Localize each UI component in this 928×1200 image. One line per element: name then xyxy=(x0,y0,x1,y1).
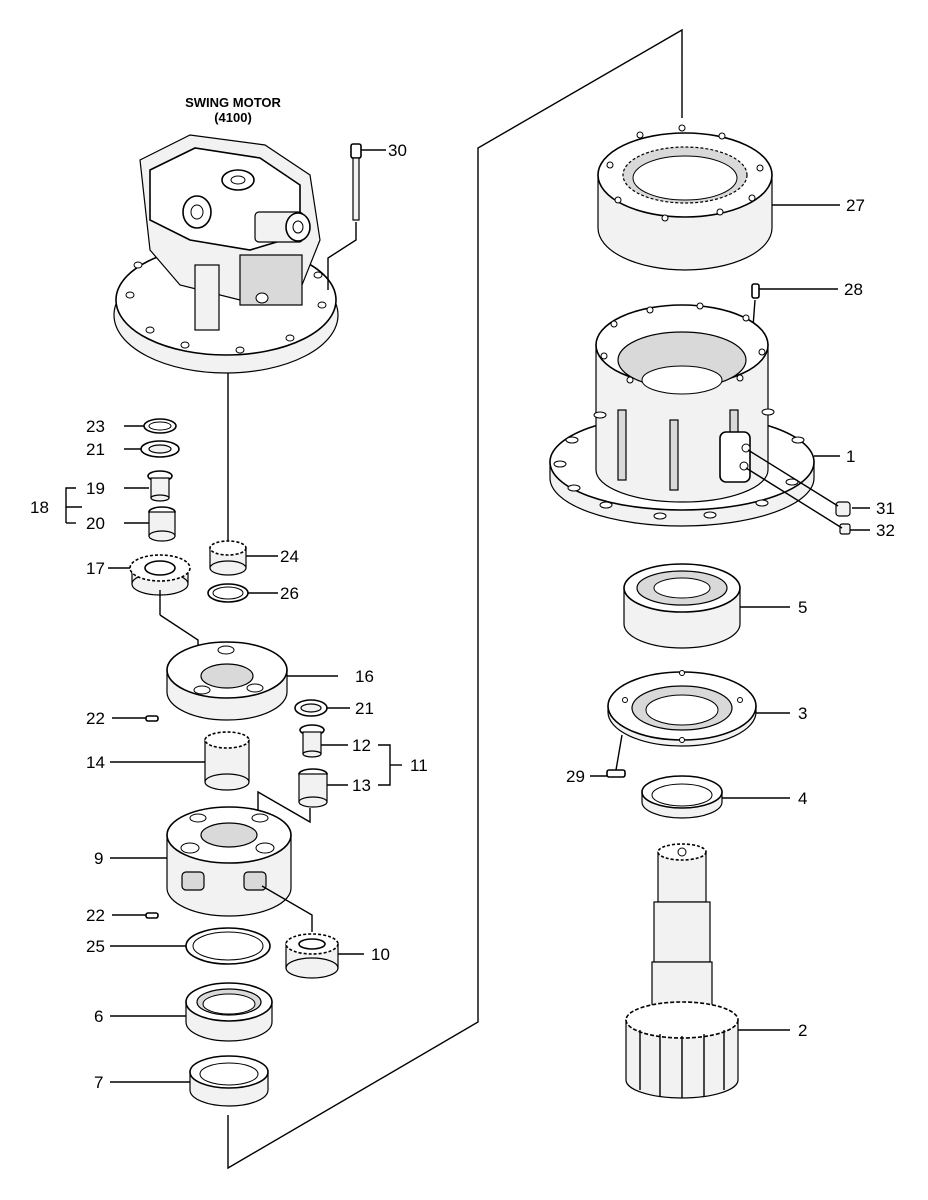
part-13-sleeve xyxy=(257,768,328,850)
part-3-cover xyxy=(607,670,757,747)
callout-26: 26 xyxy=(280,584,299,603)
part-26-snap-ring xyxy=(207,583,249,603)
callout-23: 23 xyxy=(86,417,105,436)
callout-12: 12 xyxy=(352,736,371,755)
callout-31: 31 xyxy=(876,499,895,518)
callout-29: 29 xyxy=(566,767,585,786)
part-21-washer-lower xyxy=(294,699,328,717)
part-17-planet-gear xyxy=(129,554,199,680)
callout-5: 5 xyxy=(798,598,807,617)
callout-30: 30 xyxy=(388,141,407,160)
callout-32: 32 xyxy=(876,521,895,540)
part-32-plug xyxy=(745,467,851,535)
part-22-pin-upper xyxy=(145,715,159,722)
callout-25: 25 xyxy=(86,937,105,956)
part-30-bolt xyxy=(327,143,362,290)
callout-4: 4 xyxy=(798,789,807,808)
callout-16: 16 xyxy=(355,667,374,686)
callout-14: 14 xyxy=(86,753,105,772)
callout-27: 27 xyxy=(846,196,865,215)
swing-motor xyxy=(113,134,339,374)
part-12-bushing xyxy=(299,724,325,758)
callout-21-upper: 21 xyxy=(86,440,105,459)
assembly-path-line xyxy=(227,28,683,1170)
part-7-seal xyxy=(189,1055,269,1107)
part-9-carrier xyxy=(166,806,292,917)
part-2-pinion-shaft xyxy=(625,843,739,1099)
part-14-gear xyxy=(204,731,250,791)
part-31-plug xyxy=(747,449,851,517)
callout-24: 24 xyxy=(280,547,299,566)
callout-21-lower: 21 xyxy=(355,699,374,718)
part-5-roller-bearing xyxy=(623,563,741,649)
callout-13: 13 xyxy=(352,776,371,795)
part-6-bearing xyxy=(185,982,273,1042)
callout-3: 3 xyxy=(798,704,807,723)
part-23-ring xyxy=(143,418,177,434)
callout-7: 7 xyxy=(94,1073,103,1092)
part-16-carrier-plate xyxy=(166,641,288,721)
callout-6: 6 xyxy=(94,1007,103,1026)
part-4-seal xyxy=(641,775,723,819)
part-1-housing xyxy=(549,302,815,527)
part-21-washer-upper xyxy=(140,440,180,458)
part-27-ring-gear xyxy=(597,124,773,271)
callout-19: 19 xyxy=(86,479,105,498)
diagram-subtitle: (4100) xyxy=(214,110,252,125)
callout-20: 20 xyxy=(86,514,105,533)
part-25-thrust-ring xyxy=(185,927,271,965)
part-22-pin-lower xyxy=(145,912,159,919)
callout-17: 17 xyxy=(86,559,105,578)
callout-28: 28 xyxy=(844,280,863,299)
part-19-bushing xyxy=(147,470,173,502)
part-10-planet-gear xyxy=(261,885,339,979)
part-24-sun-gear xyxy=(209,540,247,576)
part-20-sleeve xyxy=(148,506,176,542)
callout-18: 18 xyxy=(30,498,49,517)
callout-10: 10 xyxy=(371,945,390,964)
callout-labels: 30 23 21 19 18 20 17 24 26 16 22 21 12 1… xyxy=(30,141,895,1092)
diagram-title: SWING MOTOR xyxy=(185,95,281,110)
callout-22-lower: 22 xyxy=(86,906,105,925)
callout-9: 9 xyxy=(94,849,103,868)
part-29-bolt xyxy=(606,734,626,778)
leader-lines xyxy=(65,149,870,1083)
callout-11: 11 xyxy=(410,756,428,775)
callout-22-upper: 22 xyxy=(86,709,105,728)
callout-1: 1 xyxy=(846,447,855,466)
callout-2: 2 xyxy=(798,1021,807,1040)
